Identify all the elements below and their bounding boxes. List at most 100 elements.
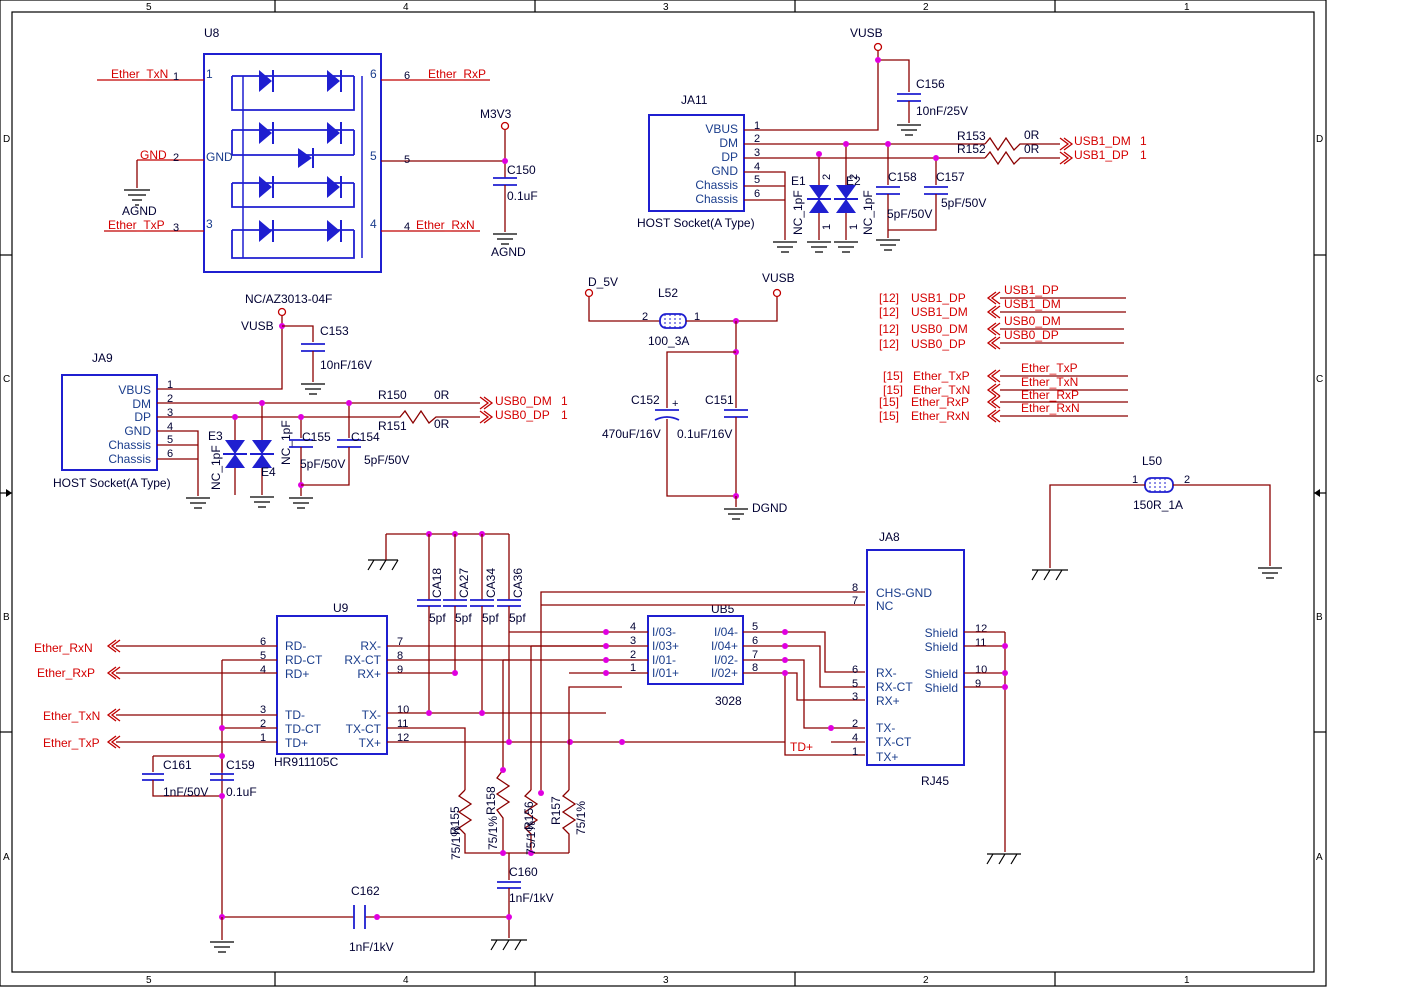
port-name-5: Ether_TxN [913,383,970,397]
ub5-num-6: 6 [752,635,758,647]
c162-value: 1nF/1kV [349,940,394,954]
m3v3-label: M3V3 [480,107,512,121]
ja11-net-usb1-dm: USB1_DM [1074,134,1131,148]
port-ref-2: [12] [879,322,899,336]
ub5-num-3: 3 [630,635,636,647]
frame-col-4: 4 [403,2,409,13]
port-net-1: USB1_DM [1004,297,1061,311]
ca27-ref: CA27 [457,568,471,598]
u8-outer-pin-1: 1 [173,71,179,83]
c156-ref: C156 [916,77,945,91]
port-name-0: USB1_DP [911,291,966,305]
u9-pin-tx-plus: TX+ [359,736,381,750]
frame-col-3-bottom: 3 [663,975,669,986]
e2-value: NC_1pF [861,190,875,235]
frame-row-c-right: C [1316,374,1323,385]
ja9-net-usb0-dp-sheet: 1 [561,408,568,422]
c157-ref: C157 [936,170,965,184]
ja8-num-3: 3 [852,691,858,703]
frame-row-b-right: B [1316,612,1323,623]
ub5-num-4: 4 [630,621,636,633]
c150-ref: C150 [507,163,536,177]
e1-pin-1: 1 [821,224,833,230]
ja11-pin-dp: DP [721,150,738,164]
c152-ref: C152 [631,393,660,407]
ub5-pin-io3-plus: I/03+ [652,639,679,653]
port-net-5: Ether_TxN [1021,375,1078,389]
ja8-num-7: 7 [852,595,858,607]
port-name-6: Ether_RxP [911,395,969,409]
ja8-num-10: 10 [975,664,987,676]
u9-pin-tx-minus: TX- [362,708,381,722]
r155-ref: R155 [448,806,462,835]
port-name-4: Ether_TxP [913,369,970,383]
u8-pin-6: 6 [370,67,377,81]
u9-num-10: 10 [397,704,409,716]
ub5-pin-io4-minus: I/04- [714,625,738,639]
u9-num-11: 11 [397,718,408,730]
frame-col-5: 5 [146,2,152,13]
c150-agnd-label: AGND [491,245,526,259]
u9-num-6: 6 [260,636,266,648]
u9-num-12: 12 [397,732,409,744]
ja9-pin-num-1: 1 [167,379,173,391]
ja8-pin-tx-ct: TX-CT [876,735,912,749]
c156-value: 10nF/25V [916,104,968,118]
u9-pin-tx-ct: TX-CT [346,722,382,736]
d5v-label: D_5V [588,275,618,289]
e2-pin-1: 1 [848,224,860,230]
frame-col-4-bottom: 4 [403,975,409,986]
c154-ref: C154 [351,430,380,444]
ja9-pin-num-4: 4 [167,421,173,433]
frame-row-a: A [3,852,10,863]
ja11-net-usb1-dp-sheet: 1 [1140,148,1147,162]
ja11-net-usb1-dm-sheet: 1 [1140,134,1147,148]
ub5-num-5: 5 [752,621,758,633]
l52-pin-2: 2 [642,311,648,323]
c153-value: 10nF/16V [320,358,372,372]
port-ref-1: [12] [879,305,899,319]
ub5-num-2: 2 [630,649,636,661]
ub5-ref: UB5 [711,602,735,616]
ja8-num-2: 2 [852,718,858,730]
ja9-ref: JA9 [92,351,113,365]
u9-ref: U9 [333,601,349,615]
ja8-pin-nc: NC [876,599,894,613]
ub5-part: 3028 [715,694,742,708]
u9-pin-td-minus: TD- [285,708,305,722]
ja8-pin-rx-plus: RX+ [876,694,900,708]
u8-pin-5: 5 [370,149,377,163]
u9-pin-rx-minus: RX- [360,639,381,653]
l52-pin-1: 1 [694,311,700,323]
port-net-2: USB0_DM [1004,314,1061,328]
port-net-7: Ether_RxN [1021,401,1080,415]
u9-num-4: 4 [260,664,266,676]
off-sheet-ports: [12] USB1_DP [12] USB1_DM [12] USB0_DM [… [879,283,1128,423]
u8-outer-pin-2: 2 [173,152,179,164]
u9-num-5: 5 [260,650,266,662]
ub5-pin-io2-minus: I/02- [714,653,738,667]
e3-ref: E3 [208,429,223,443]
c152-plus: + [672,398,678,410]
ja11-pin-chassis-2: Chassis [695,192,738,206]
ja11-pin-num-4: 4 [754,161,760,173]
u9-num-8: 8 [397,650,403,662]
ja9-part-label: NC/AZ3013-04F [245,292,332,306]
r153-value: 0R [1024,128,1040,142]
r158-value: 75/1% [486,816,500,850]
frame-col-1-bottom: 1 [1184,975,1190,986]
drawing-frame: 5 4 3 2 1 5 4 3 2 1 D C B A D C B A [0,0,1327,987]
ja11-net-usb1-dp: USB1_DP [1074,148,1129,162]
ja11-pin-num-2: 2 [754,133,760,145]
ja9-net-usb0-dm: USB0_DM [495,394,552,408]
ja8-pin-tx-minus: TX- [876,721,895,735]
u9-pin-rx-ct: RX-CT [344,653,381,667]
r157-ref: R157 [549,796,563,825]
port-ref-0: [12] [879,291,899,305]
frame-row-d-right: D [1316,134,1323,145]
e4-value: NC_1pF [279,420,293,465]
e2-pin-2: 2 [848,174,860,180]
ja11-pin-num-6: 6 [754,188,760,200]
